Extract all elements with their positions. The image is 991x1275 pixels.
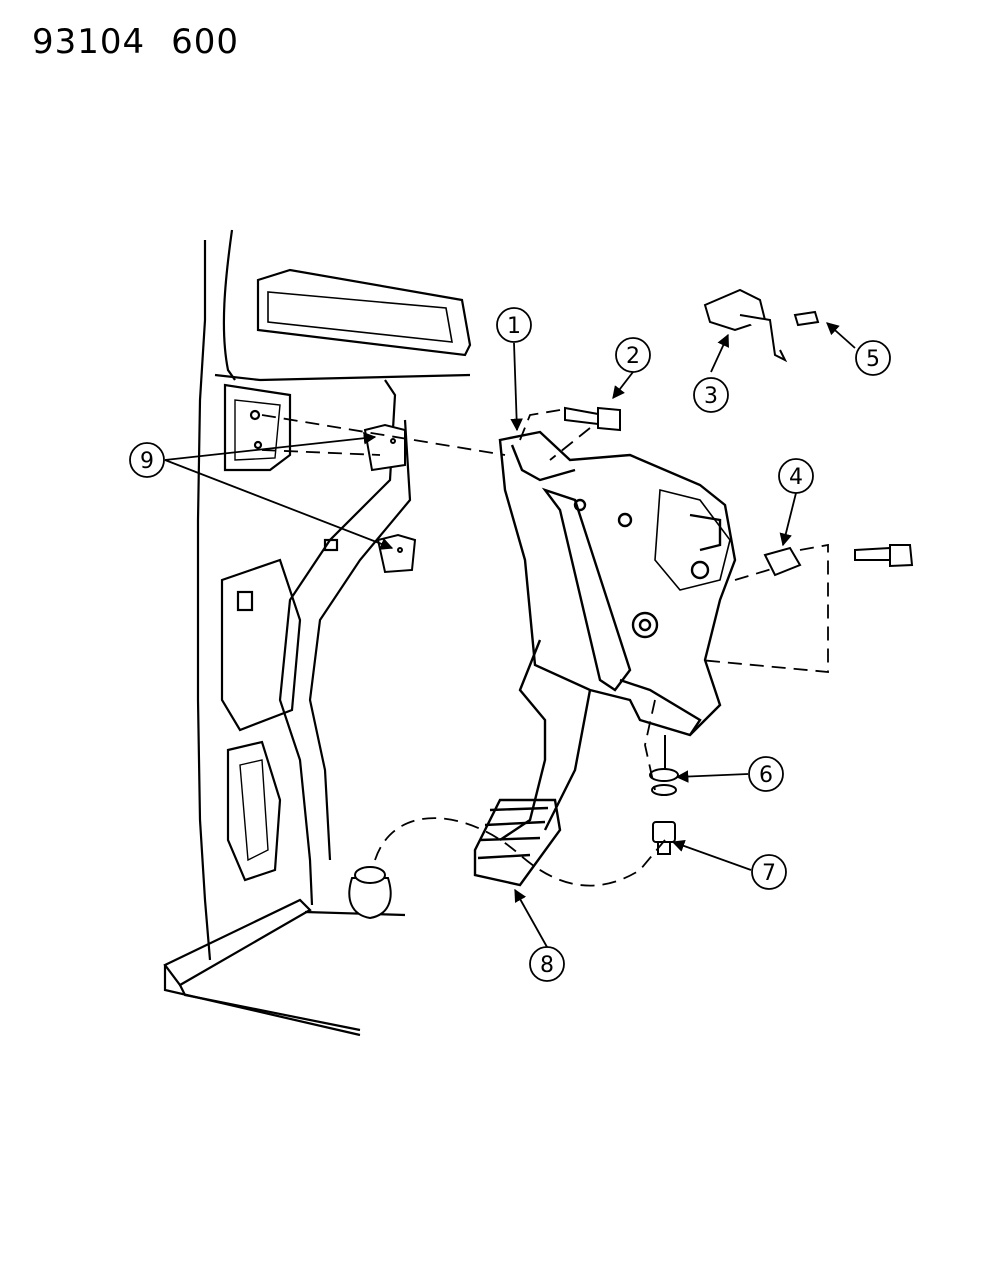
svg-text:5: 5	[866, 347, 880, 372]
svg-text:9: 9	[140, 449, 154, 474]
callout-4: 4	[778, 458, 814, 494]
callout-7: 7	[751, 854, 787, 890]
callout-8: 8	[529, 946, 565, 982]
callout-5: 5	[855, 340, 891, 376]
callout-9: 9	[129, 442, 165, 478]
page-code: 600	[171, 22, 240, 62]
svg-text:3: 3	[704, 384, 718, 409]
dashed-guides	[261, 409, 829, 887]
bracket-item-3	[703, 288, 820, 363]
diagram-header: 93104 600	[32, 22, 239, 62]
callout-6: 6	[748, 756, 784, 792]
body-panel	[163, 229, 472, 1037]
bolt-item-2	[564, 406, 621, 432]
svg-text:1: 1	[507, 314, 521, 339]
callout-2: 2	[615, 337, 651, 373]
callout-leaders	[164, 322, 856, 948]
cable-fittings	[348, 735, 679, 920]
switch-and-bolt	[763, 544, 914, 577]
callout-3: 3	[693, 377, 729, 413]
svg-text:2: 2	[626, 344, 640, 369]
svg-text:8: 8	[540, 953, 554, 978]
svg-text:4: 4	[789, 465, 803, 490]
svg-text:6: 6	[759, 763, 773, 788]
document-number: 93104	[32, 22, 146, 62]
callout-1: 1	[496, 307, 532, 343]
pedal-assembly	[473, 430, 737, 887]
svg-text:7: 7	[762, 861, 776, 886]
